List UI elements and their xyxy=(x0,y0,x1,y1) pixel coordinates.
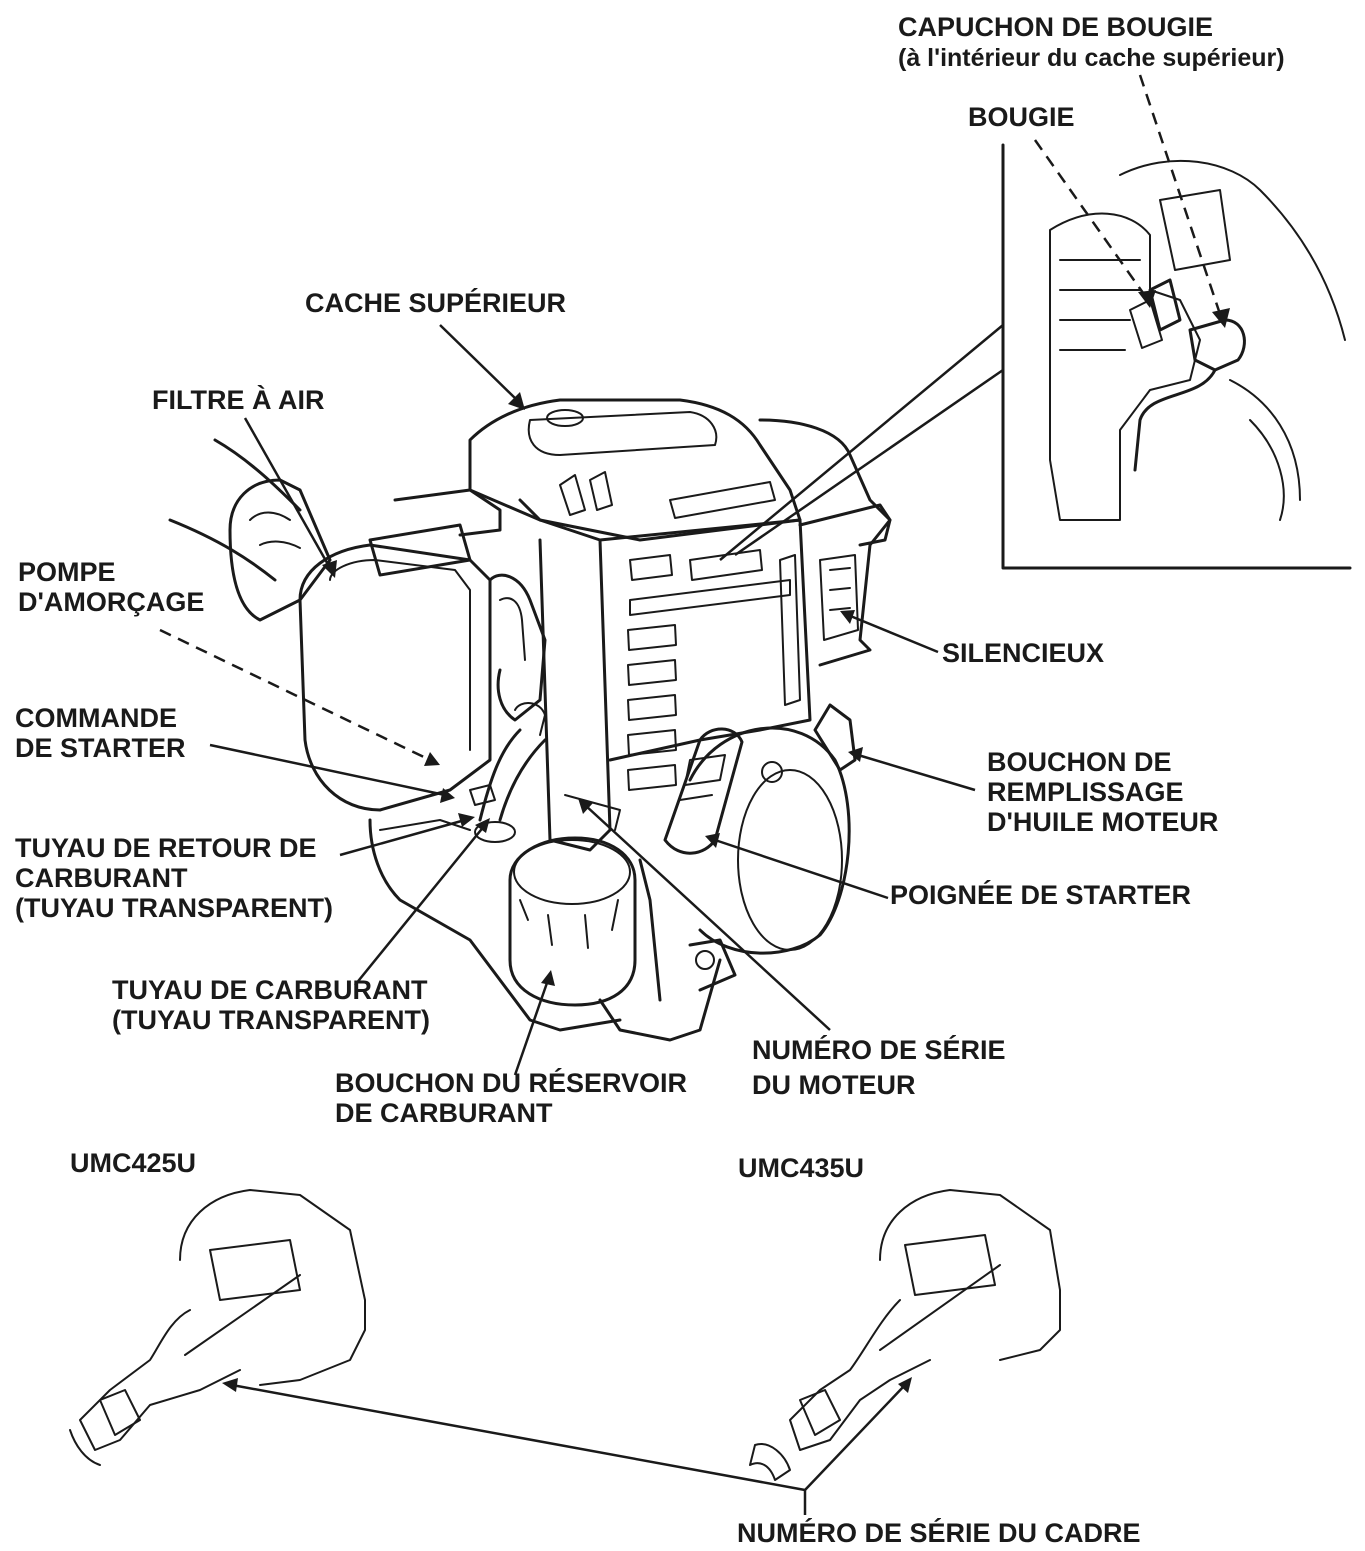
umc425u-cable xyxy=(184,1274,301,1356)
umc435u-illustration xyxy=(749,1189,1061,1481)
umc435u-throttle xyxy=(799,1389,841,1436)
label-bouchon-reservoir-line2: DE CARBURANT xyxy=(335,1098,553,1128)
label-cache-superieur: CACHE SUPÉRIEUR xyxy=(305,288,567,318)
handle-clamp-detail xyxy=(249,511,301,549)
top-cover-rear xyxy=(758,418,892,547)
inset-fins xyxy=(1059,259,1141,351)
label-model-umc425u: UMC425U xyxy=(70,1148,197,1178)
shroud-side xyxy=(598,518,812,762)
intake-tube-inner xyxy=(499,597,526,661)
lower-base-left xyxy=(368,818,622,1032)
muffler-guard xyxy=(819,554,859,641)
shroud-front xyxy=(518,498,612,852)
handle-clamp xyxy=(228,478,332,622)
umc425u-cover xyxy=(209,1239,301,1301)
choke-lever-icon xyxy=(469,784,496,806)
label-numero-serie-moteur-line2: DU MOTEUR xyxy=(752,1070,916,1100)
lower-base-right xyxy=(598,958,722,1042)
label-commande-starter-line2: DE STARTER xyxy=(15,733,186,763)
handle-tubes xyxy=(168,438,302,582)
fuel-tank-cap-icon xyxy=(508,836,637,1007)
fuel-hose-port xyxy=(474,821,516,843)
main-engine xyxy=(168,398,892,1042)
cooling-fins xyxy=(559,471,801,791)
label-tuyau-carburant-line1: TUYAU DE CARBURANT xyxy=(112,975,428,1005)
umc425u-tube xyxy=(69,1429,101,1466)
top-cover xyxy=(468,398,802,542)
base-edge xyxy=(379,819,471,831)
label-poignee-starter: POIGNÉE DE STARTER xyxy=(890,880,1192,910)
label-bougie: BOUGIE xyxy=(968,102,1075,132)
inset-cover-block xyxy=(1159,189,1231,271)
air-filter-body xyxy=(298,543,492,812)
label-tuyau-retour-line2: CARBURANT xyxy=(15,863,188,893)
starter-grip-detail xyxy=(679,754,726,801)
recoil-starter-housing xyxy=(688,726,851,955)
housing-bolt-lower xyxy=(695,950,715,970)
label-tuyau-carburant-line2: (TUYAU TRANSPARENT) xyxy=(112,1005,431,1035)
air-filter-top-block xyxy=(368,523,472,577)
plug-wire xyxy=(1133,368,1217,472)
label-bouchon-huile-line3: D'HUILE MOTEUR xyxy=(987,807,1219,837)
label-pompe-amorcage-line1: POMPE xyxy=(18,557,116,587)
housing-bolt xyxy=(761,761,783,783)
starter-grip-icon xyxy=(663,727,744,855)
top-cover-plate xyxy=(527,411,718,456)
label-capuchon-note: (à l'intérieur du cache supérieur) xyxy=(898,44,1285,72)
umc435u-cover xyxy=(904,1234,996,1296)
label-pompe-amorcage-line2: D'AMORÇAGE xyxy=(18,587,205,617)
label-numero-serie-cadre: NUMÉRO DE SÉRIE DU CADRE xyxy=(737,1518,1141,1548)
muffler-slots xyxy=(829,567,851,611)
label-model-umc435u: UMC435U xyxy=(738,1153,865,1183)
inset-engine-body xyxy=(1229,379,1301,521)
recoil-starter-face xyxy=(737,769,843,951)
label-bouchon-huile-line2: REMPLISSAGE xyxy=(987,777,1184,807)
umc425u-shaft xyxy=(79,1309,241,1451)
fuel-cap-ridges xyxy=(519,899,619,949)
leader-lines xyxy=(159,324,976,1076)
label-bouchon-reservoir-line1: BOUCHON DU RÉSERVOIR xyxy=(335,1068,688,1098)
label-filtre-a-air: FILTRE À AIR xyxy=(152,385,325,415)
spark-plug-icon xyxy=(1148,278,1182,332)
spark-plug-body xyxy=(1129,299,1163,349)
label-silencieux: SILENCIEUX xyxy=(942,638,1105,668)
label-tuyau-retour-line3: (TUYAU TRANSPARENT) xyxy=(15,893,334,923)
fuel-cap-top xyxy=(513,839,631,905)
label-numero-serie-moteur-line1: NUMÉRO DE SÉRIE xyxy=(752,1035,1006,1065)
inset-frame xyxy=(1001,143,1352,570)
hose-connector xyxy=(514,702,546,736)
frame-serial-leaders xyxy=(222,1377,912,1515)
spark-plug-inset xyxy=(719,74,1352,570)
label-commande-starter-line1: COMMANDE xyxy=(15,703,177,733)
umc425u-illustration xyxy=(69,1189,366,1466)
label-tuyau-retour-line1: TUYAU DE RETOUR DE xyxy=(15,833,317,863)
umc425u-engine xyxy=(179,1189,366,1386)
umc425u-throttle xyxy=(99,1389,141,1436)
inset-cylinder-head xyxy=(1049,212,1201,521)
oil-filler-cap-icon xyxy=(813,703,857,772)
umc435u-cable xyxy=(879,1264,1001,1351)
fuel-hoses xyxy=(478,728,547,822)
engine-frame-lines xyxy=(638,858,737,1002)
umc435u-engine xyxy=(879,1189,1061,1361)
muffler-icon xyxy=(798,503,892,667)
air-filter-clip xyxy=(393,488,502,537)
label-capuchon-de-bougie: CAPUCHON DE BOUGIE xyxy=(898,12,1214,42)
umc435u-coupler xyxy=(749,1443,791,1481)
top-cover-hole xyxy=(546,409,584,427)
intake-tube xyxy=(488,573,547,722)
label-bouchon-huile-line1: BOUCHON DE xyxy=(987,747,1172,777)
umc435u-shaft xyxy=(789,1299,931,1451)
air-filter-rim xyxy=(329,559,471,751)
plug-cap-icon xyxy=(1188,318,1246,372)
